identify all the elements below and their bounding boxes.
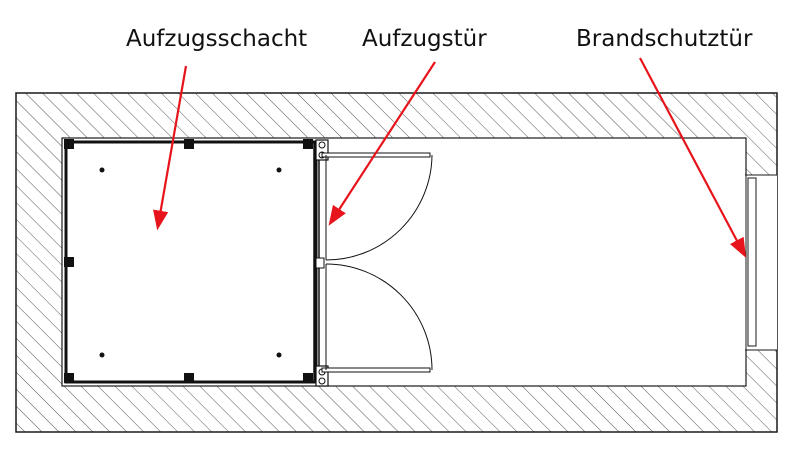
elevator-door-leaf-lower [321,263,433,373]
arrow-fire-door [639,57,747,258]
arrow-elevator-door [328,61,436,226]
elevator-shaft [64,139,318,384]
label-shaft: Aufzugsschacht [126,26,308,52]
fire-door-opening [745,174,777,351]
arrow-shaft [153,65,188,231]
label-elevator-door: Aufzugstür [362,26,487,52]
label-fire-door: Brandschutztür [576,26,753,52]
